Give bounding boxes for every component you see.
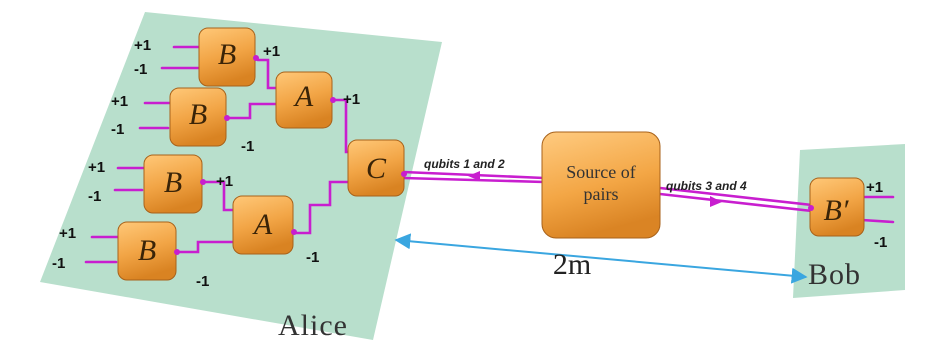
box-b4-label: B	[138, 234, 156, 267]
link-label-left: qubits 1 and 2	[424, 157, 505, 171]
distance-arrow	[394, 233, 808, 284]
bob-label: Bob	[808, 258, 861, 291]
alice-label: Alice	[278, 309, 348, 342]
outcome-b4-minus: -1	[52, 255, 65, 272]
outcome-b1-out-plus: +1	[263, 43, 280, 60]
wire-arrow-right	[710, 196, 722, 207]
outcome-b4-plus: +1	[59, 225, 76, 242]
box-c: C	[347, 139, 407, 197]
outcome-b2-minus: -1	[111, 121, 124, 138]
outcome-b2-plus: +1	[111, 93, 128, 110]
outcome-b4-out-minus: -1	[196, 273, 209, 290]
outcome-labels: +1 -1 +1 +1 -1 +1 -1 +1 -1 +1 +1 -1 -1 -…	[52, 37, 887, 290]
outcome-bprime-plus: +1	[866, 179, 883, 196]
outcome-a1-plus: +1	[343, 91, 360, 108]
box-b1: B	[198, 27, 259, 87]
box-a2-label: A	[252, 208, 273, 241]
box-bprime: B′	[808, 177, 865, 237]
outcome-bprime-minus: -1	[874, 234, 887, 251]
box-b3-label: B	[164, 166, 182, 199]
wire-arrow-left	[468, 171, 480, 181]
source-box: Source of pairs	[541, 131, 661, 239]
outcome-a1-minus: -1	[241, 138, 254, 155]
box-a1: A	[275, 71, 336, 129]
box-b4: B	[117, 221, 180, 281]
outcome-b3-out-plus: +1	[216, 173, 233, 190]
outcome-a2-minus: -1	[306, 249, 319, 266]
source-label-line1: Source of	[566, 162, 635, 182]
outcome-b1-plus: +1	[134, 37, 151, 54]
box-a1-label: A	[293, 80, 314, 113]
outcome-b3-minus: -1	[88, 188, 101, 205]
box-b2: B	[169, 87, 230, 147]
link-label-right: qubits 3 and 4	[666, 179, 747, 193]
box-bprime-label: B′	[824, 194, 849, 227]
outcome-b3-plus: +1	[88, 159, 105, 176]
outcome-b1-minus: -1	[134, 61, 147, 78]
box-b2-label: B	[189, 98, 207, 131]
box-b1-label: B	[218, 38, 236, 71]
source-label-line2: pairs	[584, 184, 619, 204]
box-b3: B	[143, 154, 206, 214]
box-c-label: C	[366, 152, 387, 185]
distance-label: 2m	[553, 248, 591, 281]
box-a2: A	[232, 195, 297, 255]
